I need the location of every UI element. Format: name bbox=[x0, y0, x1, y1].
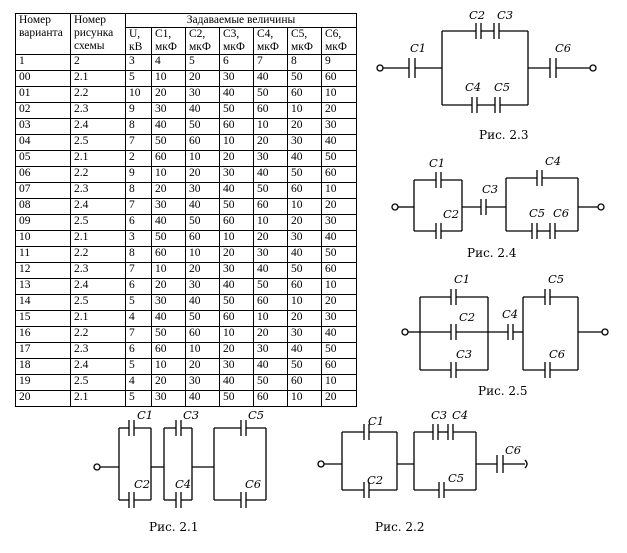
header-quantity: C4,мкФ bbox=[253, 27, 288, 55]
caption-fig-2-5: Рис. 2.5 bbox=[478, 384, 528, 398]
label-c1: C1 bbox=[368, 414, 384, 428]
terminal-left bbox=[401, 328, 409, 336]
label-c1: C1 bbox=[454, 272, 470, 286]
figure-2-2: C1 C2 C3 C4 C5 C6 bbox=[317, 408, 528, 498]
label-c2: C2 bbox=[134, 477, 150, 491]
figure-2-3: C1 C2 C3 C4 C5 C6 bbox=[376, 8, 597, 113]
label-c6: C6 bbox=[553, 206, 569, 220]
table-cell: 20 bbox=[321, 390, 357, 407]
label-c6: C6 bbox=[555, 41, 571, 55]
terminal-right bbox=[597, 203, 605, 211]
header-quantity: C6,мкФ bbox=[321, 27, 357, 55]
label-c1: C1 bbox=[429, 156, 445, 170]
figure-2-5: C1 C2 C3 C4 C5 C6 bbox=[401, 272, 609, 378]
table-cell: 10 bbox=[321, 278, 357, 295]
label-c2: C2 bbox=[469, 8, 485, 22]
label-c6: C6 bbox=[549, 347, 565, 361]
label-c2: C2 bbox=[443, 207, 459, 221]
header-quantity: C2,мкФ bbox=[185, 27, 220, 55]
table-cell: 40 bbox=[185, 390, 220, 407]
label-c5: C5 bbox=[548, 272, 564, 286]
label-c6: C6 bbox=[245, 477, 261, 491]
figure-2-4: C1 C2 C3 C4 C5 C6 bbox=[391, 154, 605, 239]
label-c4: C4 bbox=[502, 307, 518, 321]
table-cell: 30 bbox=[151, 390, 186, 407]
caption-fig-2-2: Рис. 2.2 bbox=[375, 520, 425, 534]
figure-2-1: C1 C2 C3 C4 C5 C6 bbox=[93, 408, 267, 508]
label-c1: C1 bbox=[137, 408, 153, 422]
label-c4: C4 bbox=[452, 408, 468, 422]
label-c4: C4 bbox=[175, 477, 191, 491]
table-cell: 20 bbox=[15, 390, 71, 407]
label-c4: C4 bbox=[545, 154, 561, 168]
label-c5: C5 bbox=[529, 206, 545, 220]
header-quantity: C3,мкФ bbox=[219, 27, 254, 55]
label-c6: C6 bbox=[505, 443, 521, 457]
label-c5: C5 bbox=[494, 80, 510, 94]
terminal-right bbox=[589, 64, 597, 72]
caption-fig-2-1: Рис. 2.1 bbox=[149, 520, 199, 534]
label-c4: C4 bbox=[465, 80, 481, 94]
terminal-left bbox=[376, 64, 384, 72]
label-c1: C1 bbox=[410, 41, 426, 55]
label-c3: C3 bbox=[456, 347, 472, 361]
label-c2: C2 bbox=[459, 310, 475, 324]
terminal-right bbox=[524, 459, 528, 469]
label-c3: C3 bbox=[482, 182, 498, 196]
label-c5: C5 bbox=[448, 471, 464, 485]
label-c3: C3 bbox=[497, 8, 513, 22]
terminal-right bbox=[601, 328, 609, 336]
caption-fig-2-3: Рис. 2.3 bbox=[479, 128, 529, 142]
label-c3: C3 bbox=[431, 408, 447, 422]
terminal-left bbox=[317, 460, 325, 468]
terminal-left bbox=[93, 463, 101, 471]
terminal-left bbox=[391, 203, 399, 211]
label-c5: C5 bbox=[248, 408, 264, 422]
header-quantity: C5,мкФ bbox=[287, 27, 322, 55]
label-c3: C3 bbox=[183, 408, 199, 422]
label-c2: C2 bbox=[367, 473, 383, 487]
caption-fig-2-4: Рис. 2.4 bbox=[467, 246, 517, 260]
